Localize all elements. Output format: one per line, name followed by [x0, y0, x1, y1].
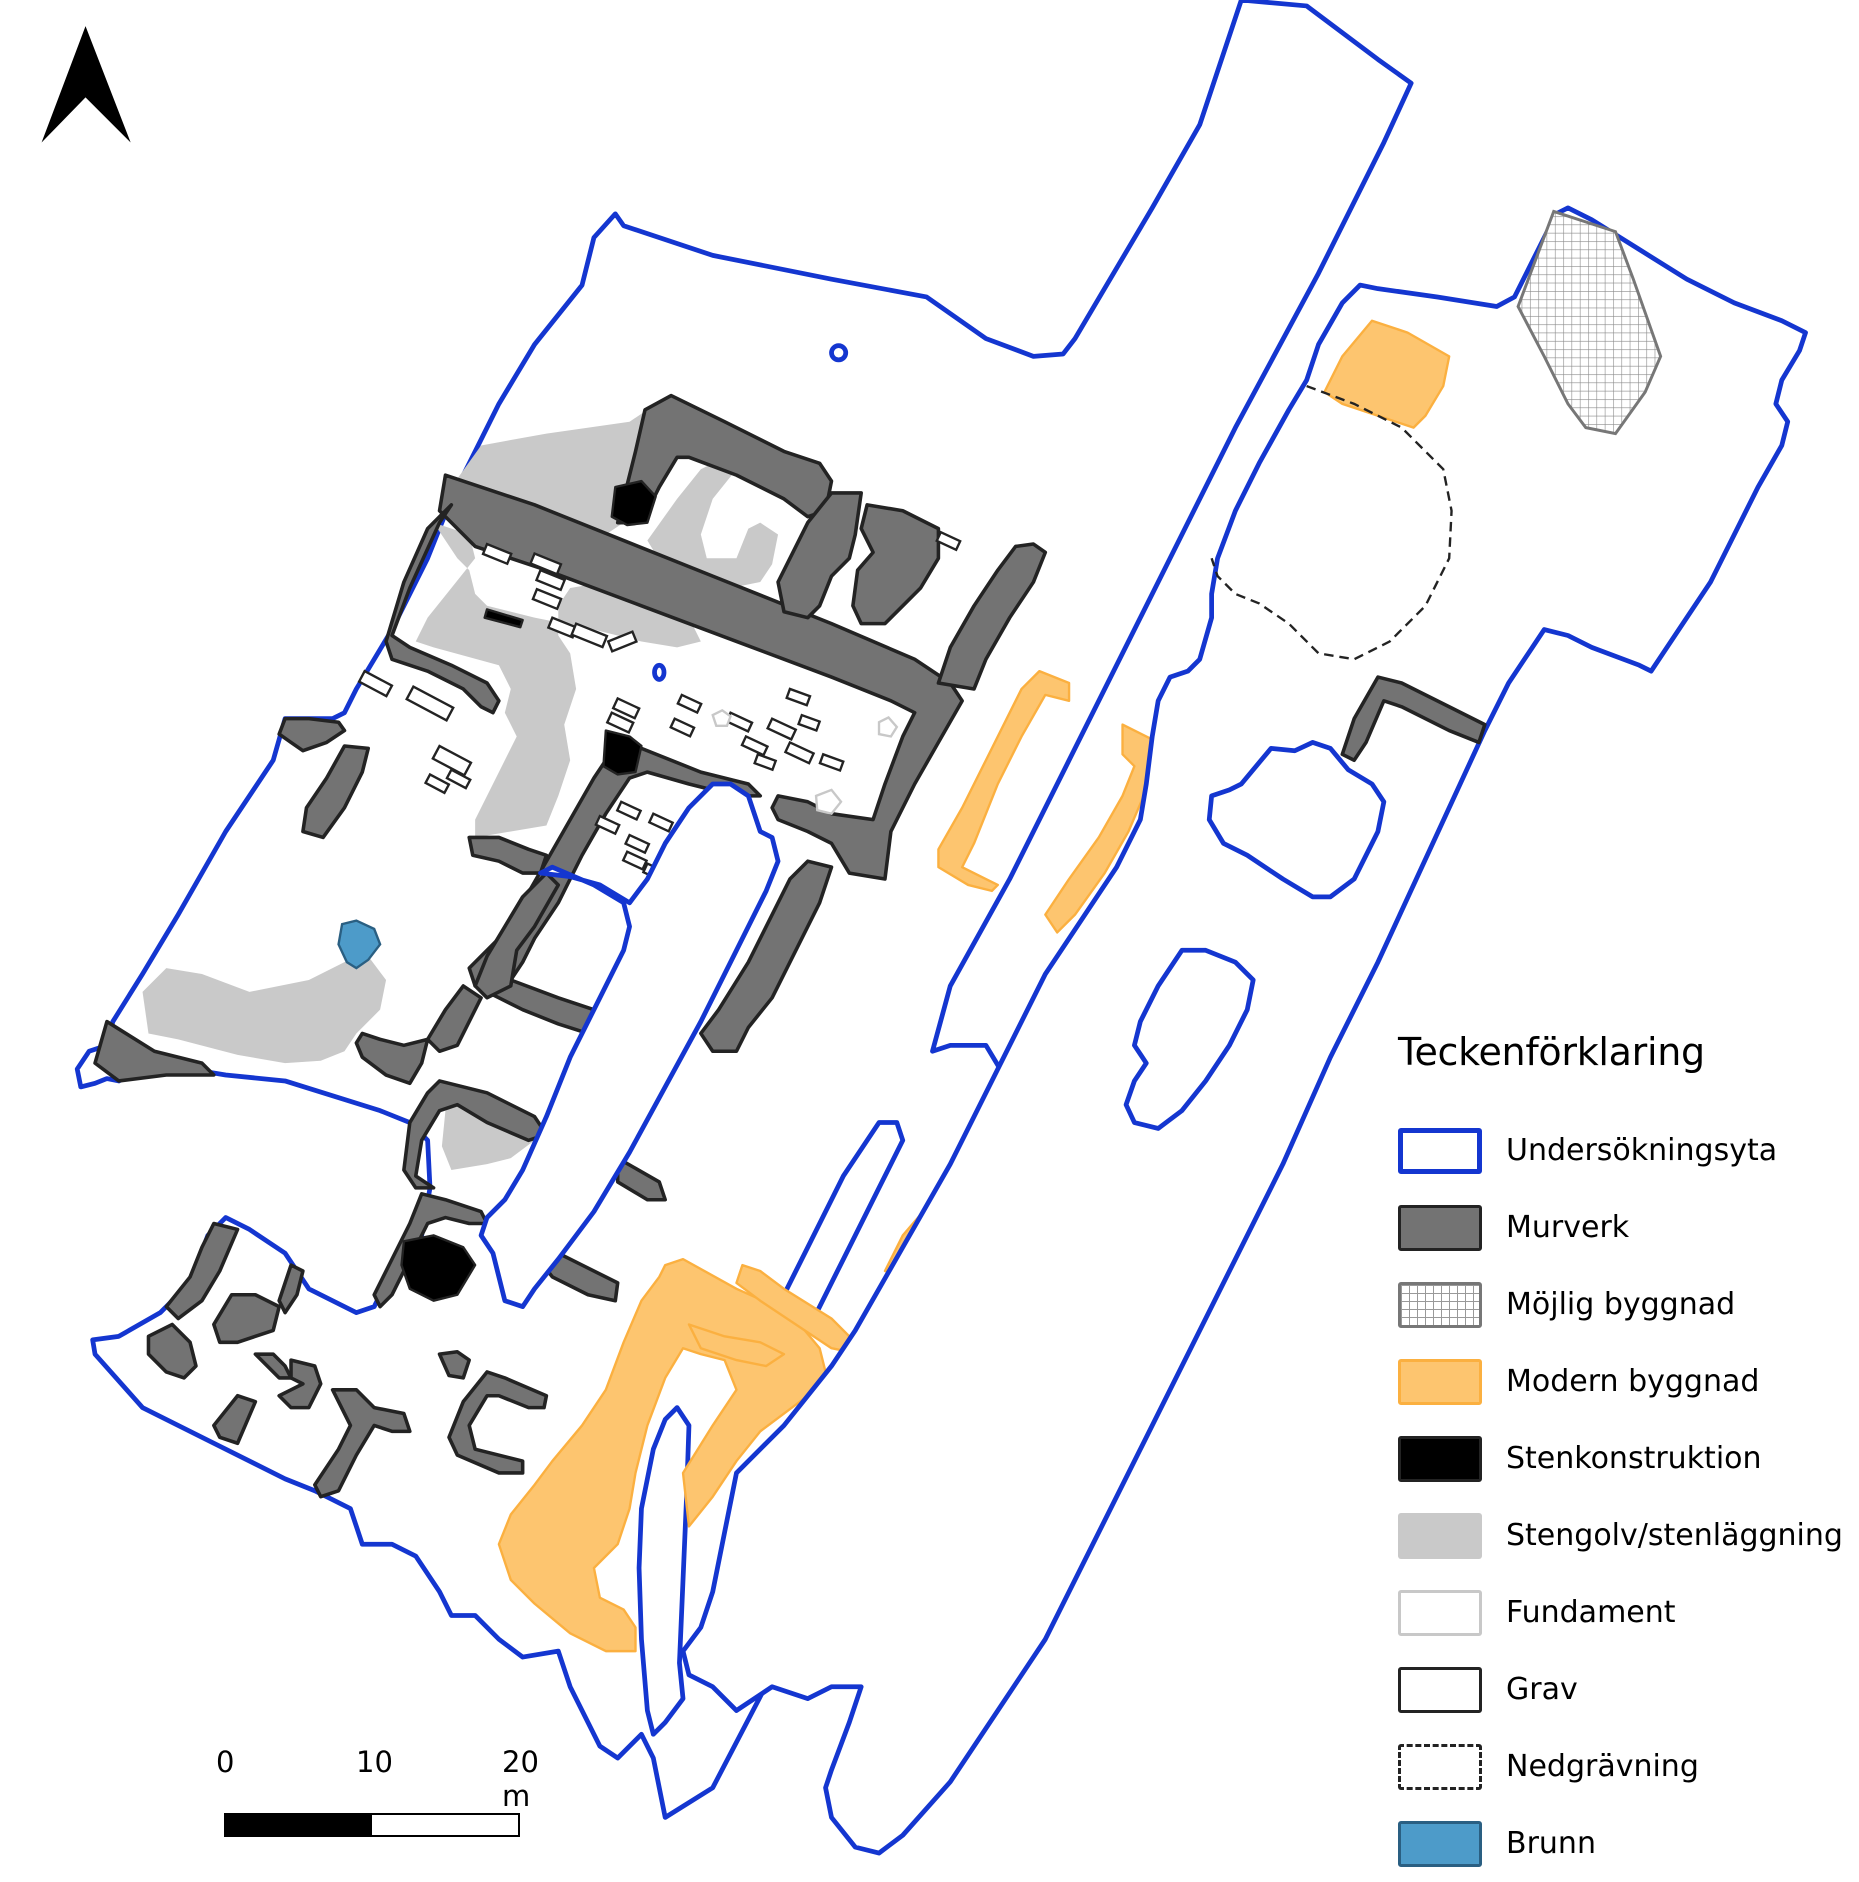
well: [337, 919, 382, 970]
legend-swatch-light-outline-icon: [1398, 1589, 1482, 1636]
modern-buildings-group: [497, 319, 1451, 1653]
scale-tick-10: 10: [356, 1745, 393, 1779]
legend-label: Fundament: [1506, 1595, 1676, 1630]
legend-label: Stenkonstruktion: [1506, 1441, 1762, 1476]
legend-label: Modern byggnad: [1506, 1364, 1760, 1399]
legend-item-survey-area: Undersökningsyta: [1398, 1112, 1838, 1189]
legend-swatch-grid-hatch-icon: [1398, 1281, 1482, 1328]
stone-construction-4: [483, 608, 524, 629]
excavation-island-east-1: [1206, 740, 1387, 900]
legend-swatch-black-outline-icon: [1398, 1666, 1482, 1713]
foundation-1: [711, 708, 732, 727]
legend-label: Brunn: [1506, 1826, 1596, 1861]
excavation-trench-d: [636, 1405, 692, 1737]
legend-swatch-blue-fill-icon: [1398, 1820, 1482, 1867]
legend-swatch-gray-fill-icon: [1398, 1204, 1482, 1251]
scale-tick-20: 20 m: [502, 1745, 539, 1813]
excavation-pit-small: [829, 343, 849, 363]
legend-item-masonry: Murverk: [1398, 1189, 1838, 1266]
scale-bar-black-segment: [226, 1815, 372, 1835]
legend-item-well: Brunn: [1398, 1805, 1838, 1882]
legend-item-stone-construction: Stenkonstruktion: [1398, 1420, 1838, 1497]
graves-group: [357, 530, 962, 882]
foundation-3: [814, 788, 843, 816]
excavation-trench-a: [478, 781, 781, 1310]
north-arrow-icon: [41, 26, 131, 143]
legend-item-grave: Grav: [1398, 1651, 1838, 1728]
foundation-2: [877, 715, 899, 738]
stone-construction-1: [610, 479, 657, 527]
stone-construction-2: [602, 729, 643, 776]
stone-construction-3: [400, 1234, 477, 1302]
legend-swatch-blue-outline-icon: [1398, 1127, 1482, 1174]
legend-label: Stengolv/stenläggning: [1506, 1518, 1843, 1553]
scale-bar-graphic: [224, 1813, 520, 1837]
legend-swatch-dashed-outline-icon: [1398, 1743, 1482, 1790]
stone-floor-south: [142, 956, 387, 1064]
legend-label: Grav: [1506, 1672, 1578, 1707]
legend-title: Teckenförklaring: [1398, 1030, 1705, 1074]
dug-pit: [1210, 384, 1453, 661]
legend-item-stone-floor: Stengolv/stenläggning: [1398, 1497, 1843, 1574]
stone-floor-inner: [647, 457, 779, 588]
possible-building: [1516, 209, 1663, 436]
legend-item-modern-building: Modern byggnad: [1398, 1343, 1838, 1420]
excavation-island-east-2: [1123, 947, 1256, 1131]
legend-item-pit: Nedgrävning: [1398, 1728, 1838, 1805]
legend-label: Murverk: [1506, 1210, 1630, 1245]
excavation-pit-tiny: [652, 662, 667, 682]
legend-label: Möjlig byggnad: [1506, 1287, 1736, 1322]
legend: Teckenförklaring Undersökningsyta Murver…: [1398, 1030, 1843, 1882]
scale-tick-0: 0: [216, 1745, 235, 1779]
masonry-group: [93, 393, 1487, 1499]
legend-item-foundation: Fundament: [1398, 1574, 1838, 1651]
legend-item-possible-building: Möjlig byggnad: [1398, 1266, 1838, 1343]
legend-label: Undersökningsyta: [1506, 1133, 1778, 1168]
stone-floor-small: [441, 1098, 535, 1171]
legend-swatch-black-fill-icon: [1398, 1435, 1482, 1482]
legend-swatch-orange-fill-icon: [1398, 1358, 1482, 1405]
legend-label: Nedgrävning: [1506, 1749, 1699, 1784]
excavation-area-east: [680, 205, 1808, 1856]
scale-bar: 0 10 20 m: [216, 1745, 539, 1837]
legend-swatch-light-gray-fill-icon: [1398, 1512, 1482, 1559]
